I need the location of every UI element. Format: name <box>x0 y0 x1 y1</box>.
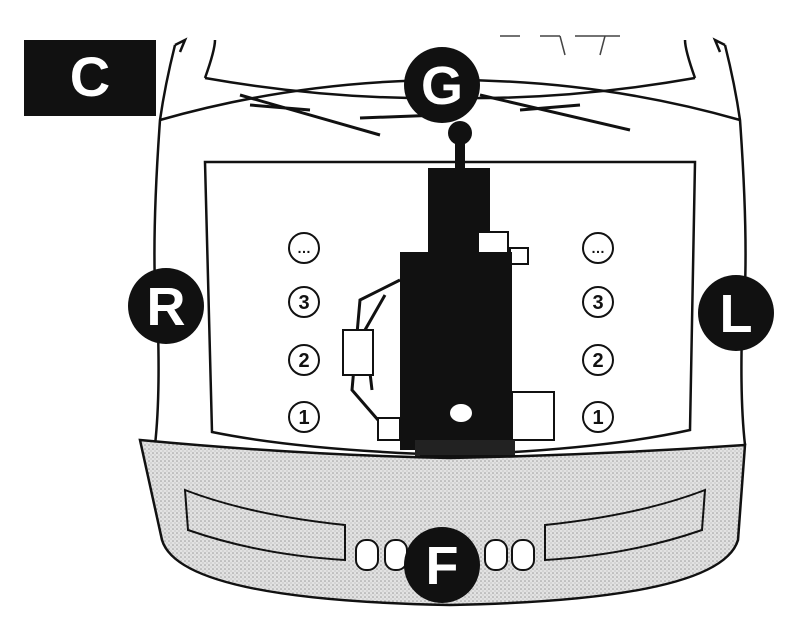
callout-r: R <box>128 268 204 344</box>
left-position-markers <box>288 232 320 433</box>
right-marker-3: 3 <box>592 292 603 314</box>
panel-label-c: C <box>24 40 156 116</box>
callout-f: F <box>404 527 480 603</box>
svg-text:C: C <box>70 45 110 108</box>
top-edge-marks <box>500 35 620 56</box>
front-bumper <box>138 438 747 607</box>
callout-l: L <box>698 275 774 351</box>
svg-text:G: G <box>421 56 463 116</box>
grille <box>355 539 535 571</box>
right-marker-more: … <box>591 240 605 256</box>
left-marker-2: 2 <box>298 350 309 372</box>
right-marker-2: 2 <box>592 350 603 372</box>
right-position-markers <box>582 232 614 433</box>
left-marker-more: … <box>297 240 311 256</box>
left-marker-1: 1 <box>298 407 309 429</box>
left-marker-3: 3 <box>298 292 309 314</box>
svg-text:R: R <box>147 277 186 337</box>
callout-g: G <box>404 47 480 123</box>
right-marker-1: 1 <box>592 407 603 429</box>
svg-text:F: F <box>426 536 459 596</box>
engine-block <box>342 121 555 500</box>
svg-text:L: L <box>720 284 753 344</box>
